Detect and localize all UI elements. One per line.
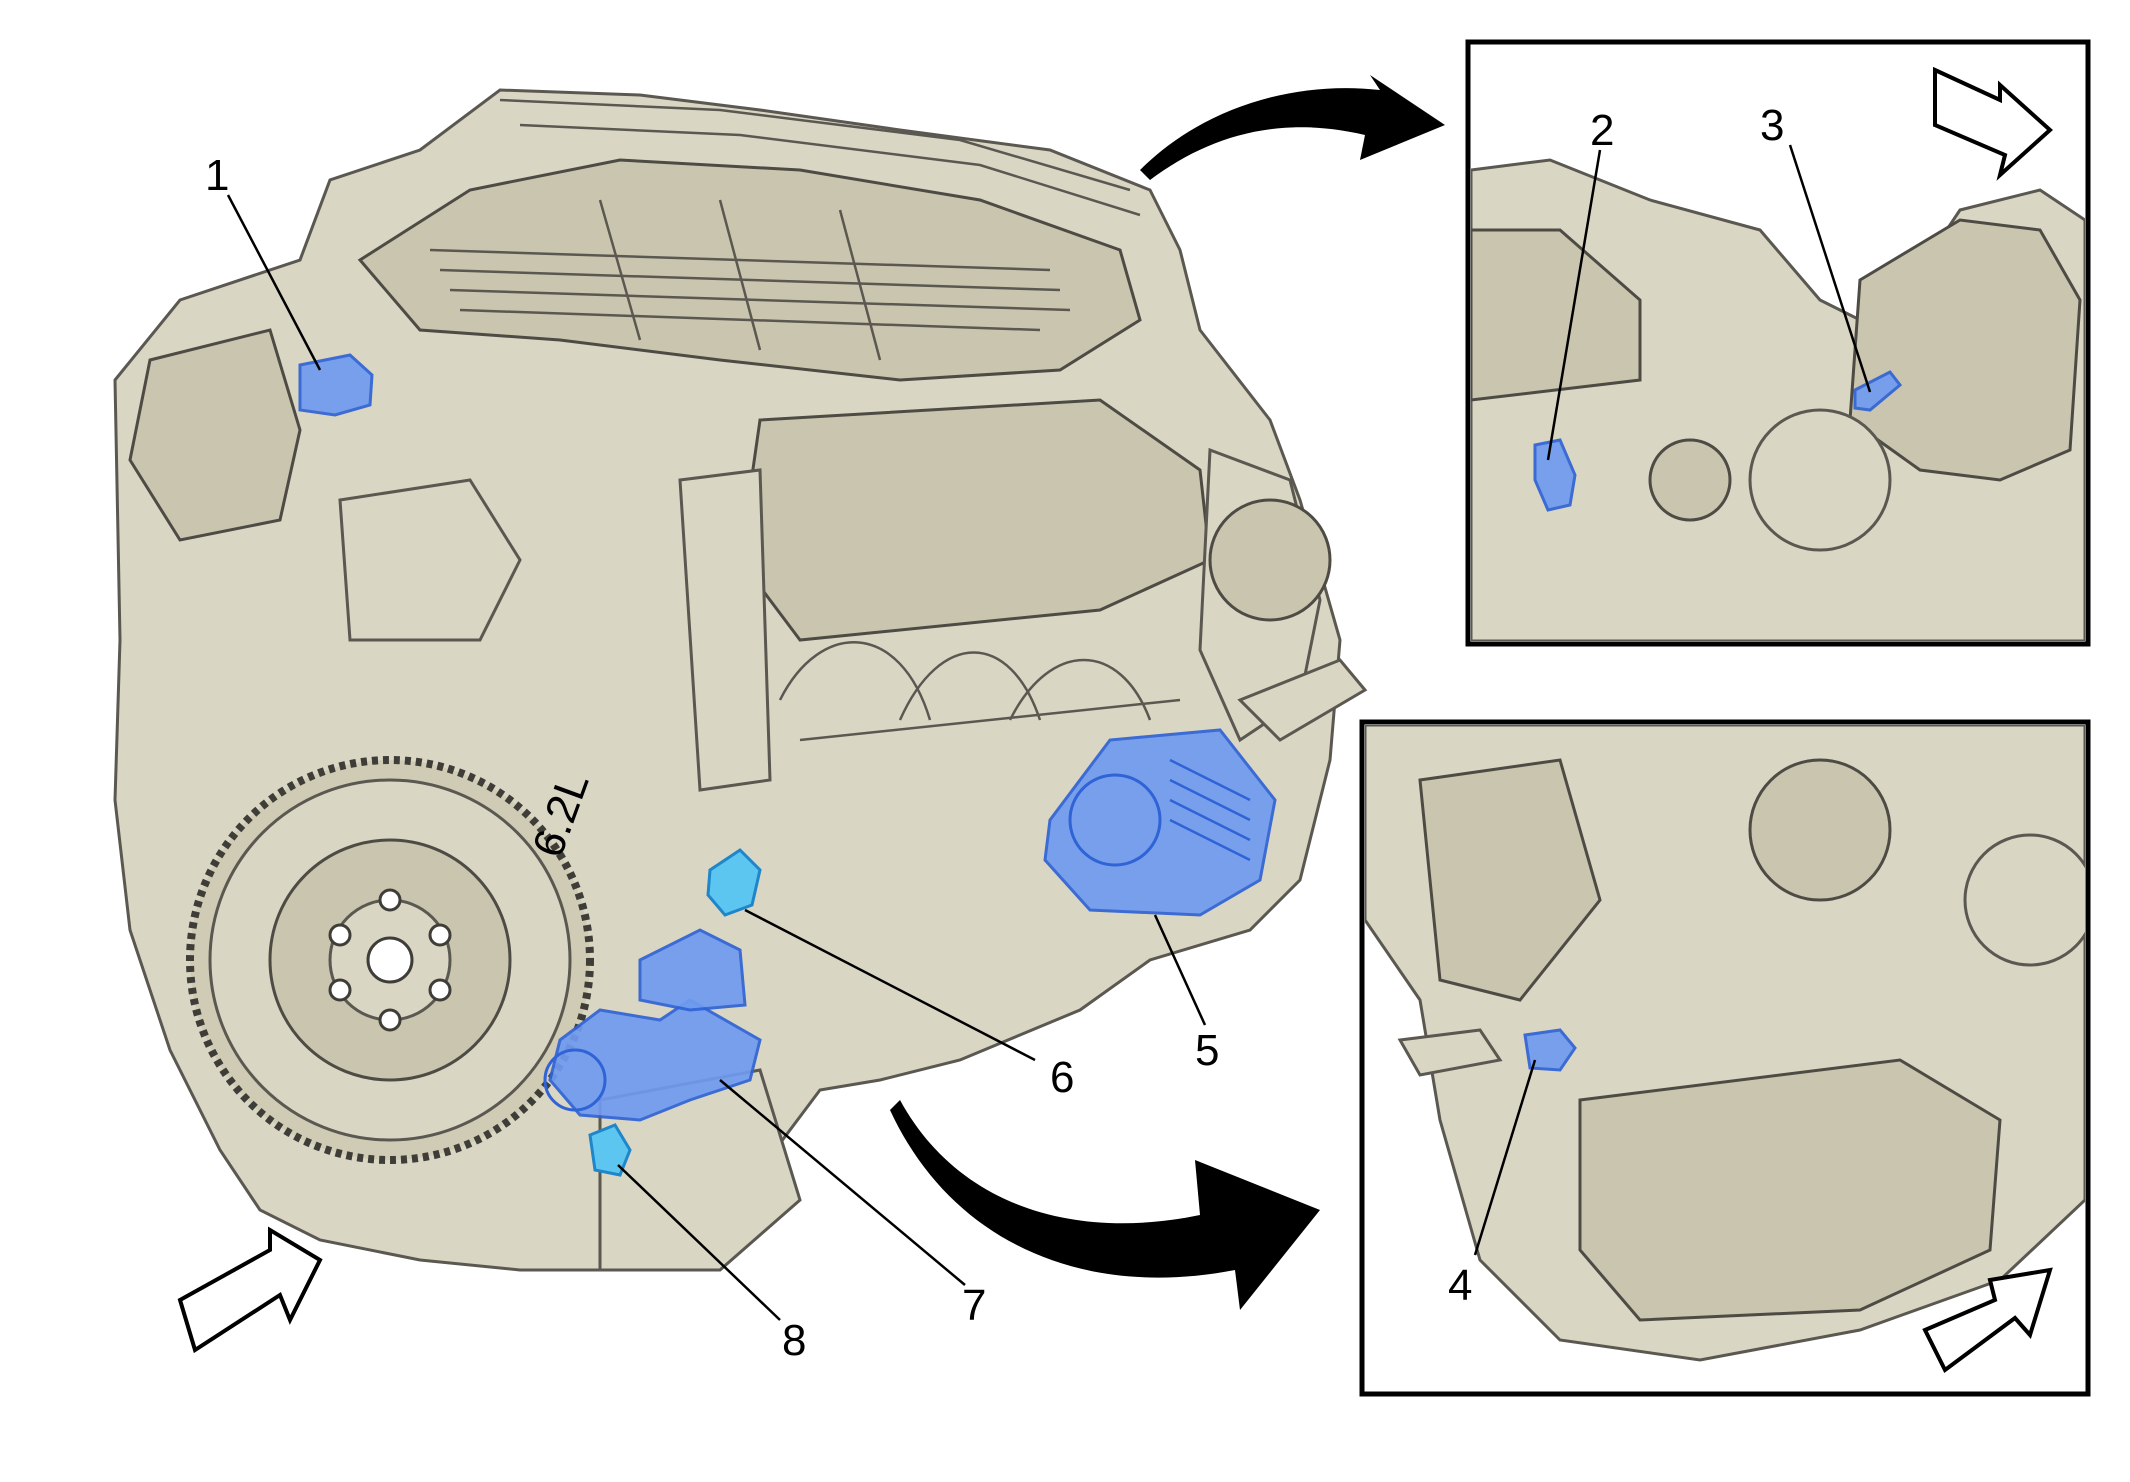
- fuel-rail: [499, 98, 1131, 192]
- fuel-rail-lower: [519, 123, 1141, 217]
- component-8-highlight: [588, 1123, 632, 1177]
- inset-top-pulley: [1648, 438, 1732, 522]
- lift-bracket: [678, 468, 772, 792]
- inset-bottom-oil-pan: [1578, 1058, 2002, 1322]
- callout-8: 8: [782, 1316, 806, 1365]
- callout-4: 4: [1448, 1261, 1472, 1310]
- main-view-arrow: [177, 1226, 323, 1354]
- inset-bottom-view-arrow: [1922, 1267, 2053, 1374]
- callout-leaders: [226, 144, 1872, 1321]
- inset-top-manifold: [1471, 228, 1642, 402]
- component-3-highlight: [1853, 370, 1903, 412]
- inset-top-view-arrow: [1933, 66, 2053, 181]
- leader-1: [226, 194, 322, 371]
- curved-arrow-to-top-inset: [1140, 75, 1445, 180]
- component-5-alternator-highlight: [1043, 728, 1277, 917]
- inset-top-throttle-body: [1748, 408, 1892, 552]
- inset-top-right: [1465, 39, 2091, 647]
- inset-bottom-flange: [1397, 1028, 1503, 1077]
- inset-bottom-exhaust: [1418, 758, 1602, 1002]
- component-1-highlight: [298, 353, 374, 417]
- left-side-bracket: [128, 328, 302, 542]
- coolant-outlet: [1237, 658, 1368, 742]
- callout-labels: 1 2 3 4 5 6 7 8: [205, 101, 1784, 1365]
- callout-2: 2: [1590, 106, 1614, 155]
- exhaust-manifold: [778, 641, 1181, 742]
- callout-6: 6: [1050, 1053, 1074, 1102]
- callout-1: 1: [205, 151, 229, 200]
- intake-manifold-ribs: [429, 199, 1071, 361]
- leader-5: [1153, 914, 1207, 1026]
- leader-6: [744, 908, 1036, 1062]
- callout-5: 5: [1195, 1026, 1219, 1075]
- callout-3: 3: [1760, 101, 1784, 150]
- main-engine-view: 6.2L: [113, 88, 1368, 1272]
- component-2-highlight: [1533, 438, 1577, 512]
- component-4-highlight: [1523, 1028, 1577, 1072]
- leader-4: [1473, 1059, 1537, 1256]
- inset-bottom-pulley: [1963, 833, 2085, 967]
- callout-7: 7: [962, 1281, 986, 1330]
- inset-bottom-alternator: [1748, 758, 1892, 902]
- inset-bottom-right: [1359, 719, 2091, 1397]
- intake-manifold: [357, 158, 1142, 382]
- leader-3: [1788, 144, 1872, 393]
- crank-pulley: [1208, 498, 1332, 622]
- component-6-highlight: [706, 848, 762, 917]
- flywheel: [186, 756, 594, 1164]
- leader-7: [719, 1079, 966, 1286]
- curved-arrow-to-bottom-inset: [890, 1100, 1320, 1310]
- leader-2: [1546, 149, 1602, 461]
- component-7-starter-highlight: [543, 928, 762, 1122]
- leader-8: [617, 1164, 781, 1321]
- rear-bracket: [338, 478, 522, 642]
